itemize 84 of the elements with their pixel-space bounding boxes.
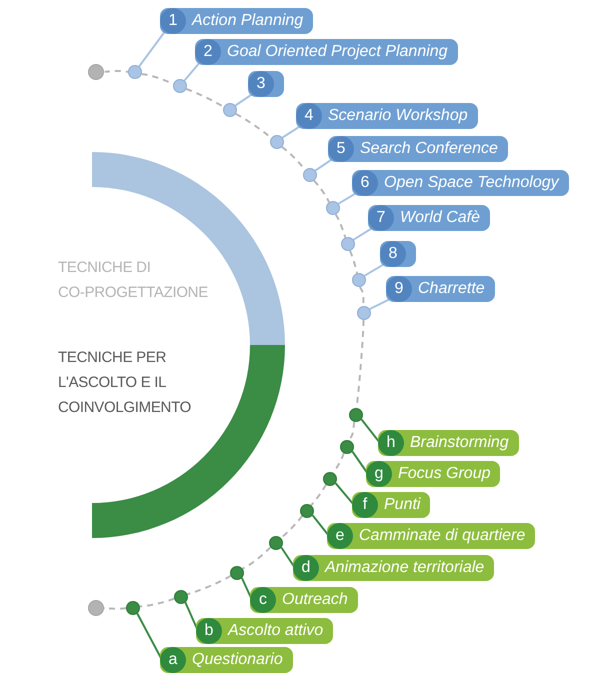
marker-dot — [230, 566, 244, 580]
marker-dot — [128, 65, 142, 79]
arc-line-segment — [186, 88, 224, 108]
marker-dot — [349, 408, 363, 422]
label-pill — [352, 170, 569, 196]
label-pill — [195, 39, 458, 65]
arc-line-segment — [104, 607, 126, 610]
number-badge: e — [327, 523, 353, 549]
technique-label: Ascolto attivo — [228, 622, 324, 640]
marker-dot — [174, 590, 188, 604]
label-pill — [296, 103, 478, 129]
section-heading: TECNICHE PER L'ASCOLTO E IL COINVOLGIMENTO — [58, 348, 192, 418]
label-pill — [160, 8, 314, 34]
number-badge: 1 — [160, 8, 186, 34]
marker-dot — [323, 472, 337, 486]
technique-label: Scenario Workshop — [328, 107, 468, 125]
label-pill — [160, 647, 293, 673]
number-badge: h — [378, 430, 404, 456]
number-badge: c — [250, 587, 276, 613]
label-pill — [368, 205, 490, 231]
label-pill — [328, 136, 508, 162]
marker-dot — [223, 103, 237, 117]
technique-label: Camminate di quartiere — [359, 527, 526, 545]
label-pill — [327, 523, 536, 549]
number-badge: b — [196, 618, 222, 644]
number-badge: g — [366, 461, 392, 487]
arc-line-segment — [356, 320, 364, 408]
label-pill — [380, 241, 416, 267]
marker-dot — [88, 64, 104, 80]
number-badge: d — [293, 555, 319, 581]
marker-dot — [300, 504, 314, 518]
marker-dot — [326, 201, 340, 215]
marker-dot — [88, 600, 104, 616]
number-badge: 2 — [195, 39, 221, 65]
arc-line-segment — [140, 598, 175, 608]
number-badge: 6 — [352, 170, 378, 196]
arc-line-segment — [348, 422, 356, 441]
number-badge: 7 — [368, 205, 394, 231]
label-pill — [386, 276, 495, 302]
number-badge: 5 — [328, 136, 354, 162]
number-badge: 8 — [380, 241, 406, 267]
label-pill — [293, 555, 494, 581]
marker-dot — [340, 440, 354, 454]
technique-label: Focus Group — [398, 465, 490, 483]
arc-line-segment — [280, 515, 303, 539]
label-pill — [248, 71, 284, 97]
section-heading: TECNICHE DI CO-PROGETTAZIONE — [58, 258, 209, 303]
technique-label: Action Planning — [192, 12, 304, 30]
label-pill — [196, 618, 334, 644]
technique-label: Goal Oriented Project Planning — [227, 43, 448, 61]
technique-label: Search Conference — [360, 140, 498, 158]
marker-dot — [126, 601, 140, 615]
marker-dot — [269, 536, 283, 550]
marker-dot — [341, 237, 355, 251]
arc-line-segment — [187, 574, 232, 596]
label-pill — [366, 461, 500, 487]
technique-label: Charrette — [418, 280, 485, 298]
marker-dot — [173, 79, 187, 93]
number-badge: 4 — [296, 103, 322, 129]
technique-label: Outreach — [282, 591, 348, 609]
technique-label: Punti — [384, 496, 420, 514]
technique-label: Brainstorming — [410, 434, 509, 452]
number-badge: 3 — [248, 71, 274, 97]
arc-line-segment — [242, 546, 272, 570]
arc-line-segment — [235, 113, 272, 139]
number-badge: f — [352, 492, 378, 518]
arc-line-segment — [334, 214, 346, 238]
technique-label: Animazione territoriale — [325, 559, 484, 577]
marker-dot — [357, 306, 371, 320]
arc-line-segment — [104, 70, 128, 73]
marker-dot — [303, 168, 317, 182]
marker-dot — [270, 135, 284, 149]
technique-label: Questionario — [192, 651, 283, 669]
arc-line-segment — [313, 180, 330, 203]
arc-line-segment — [349, 250, 358, 274]
arc-line-segment — [310, 484, 327, 506]
technique-label: World Cafè — [400, 209, 480, 227]
marker-dot — [352, 273, 366, 287]
label-pill — [250, 587, 358, 613]
label-pill — [352, 492, 430, 518]
technique-label: Open Space Technology — [384, 174, 559, 192]
number-badge: a — [160, 647, 186, 673]
label-pill — [378, 430, 519, 456]
number-badge: 9 — [386, 276, 412, 302]
